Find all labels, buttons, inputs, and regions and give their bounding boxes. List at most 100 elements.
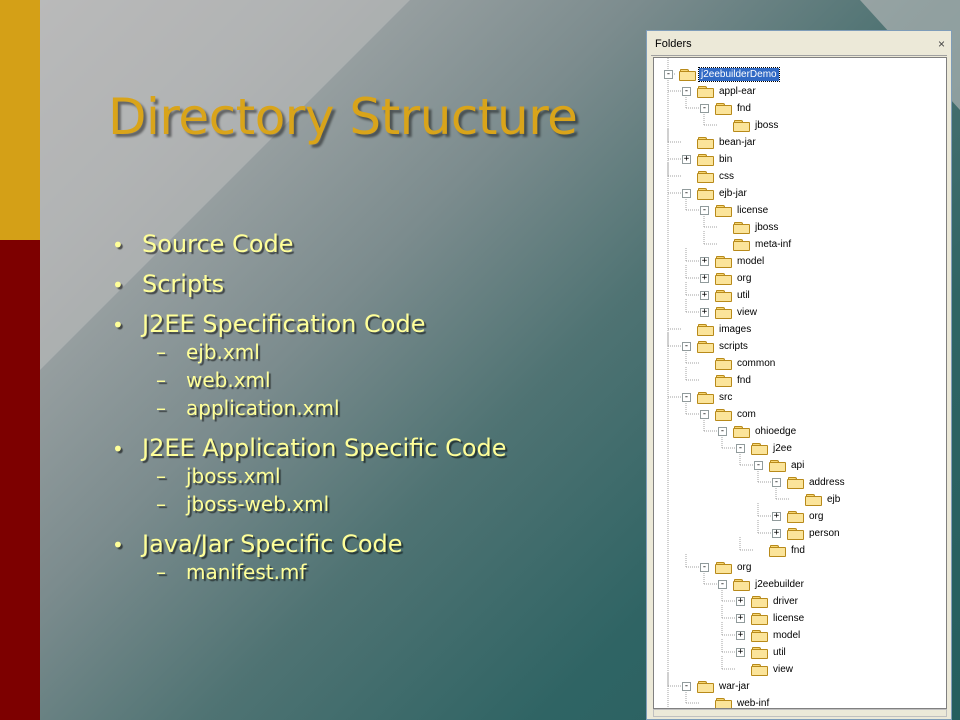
expand-icon[interactable]: + xyxy=(772,528,781,538)
tree-folder-label[interactable]: images xyxy=(719,324,752,335)
tree-folder-item[interactable]: + org xyxy=(700,270,753,287)
tree-folder-label[interactable]: license xyxy=(773,613,805,624)
tree-folder-item[interactable]: view xyxy=(736,661,795,678)
tree-folder-label[interactable]: web-inf xyxy=(737,698,770,709)
tree-folder-label[interactable]: fnd xyxy=(737,375,751,386)
tree-folder-label[interactable]: view xyxy=(773,664,794,675)
expand-icon[interactable]: + xyxy=(700,273,709,283)
tree-folder-item[interactable]: ejb xyxy=(790,491,842,508)
tree-folder-item[interactable]: css xyxy=(682,168,736,185)
tree-folder-item[interactable]: + license xyxy=(736,610,806,627)
tree-folder-label[interactable]: css xyxy=(719,171,734,182)
tree-folder-item[interactable]: + util xyxy=(700,287,752,304)
tree-folder-label[interactable]: ohioedge xyxy=(755,426,797,437)
tree-folder-item[interactable]: + view xyxy=(700,304,759,321)
tree-folder-item[interactable]: fnd xyxy=(754,542,807,559)
tree-folder-item[interactable]: - appl-ear xyxy=(682,83,758,100)
tree-folder-label[interactable]: org xyxy=(809,511,824,522)
tree-folder-label[interactable]: org xyxy=(737,273,752,284)
collapse-icon[interactable]: - xyxy=(682,681,691,691)
tree-folder-label[interactable]: util xyxy=(773,647,786,658)
tree-folder-item[interactable]: meta-inf xyxy=(718,236,793,253)
collapse-icon[interactable]: - xyxy=(772,477,781,487)
tree-folder-label[interactable]: fnd xyxy=(791,545,805,556)
tree-folder-label[interactable]: address xyxy=(809,477,845,488)
tree-folder-label[interactable]: bin xyxy=(719,154,733,165)
tree-folder-item[interactable]: + util xyxy=(736,644,788,661)
tree-folder-label[interactable]: person xyxy=(809,528,840,539)
tree-folder-item[interactable]: + bin xyxy=(682,151,734,168)
expand-icon[interactable]: + xyxy=(736,613,745,623)
tree-folder-item[interactable]: common xyxy=(700,355,777,372)
expand-icon[interactable]: + xyxy=(700,256,709,266)
tree-folder-item[interactable]: - api xyxy=(754,457,806,474)
tree-folder-item[interactable]: - src xyxy=(682,389,734,406)
tree-folder-label[interactable]: ejb-jar xyxy=(719,188,747,199)
expand-icon[interactable]: + xyxy=(736,647,745,657)
tree-folder-label[interactable]: meta-inf xyxy=(755,239,792,250)
collapse-icon[interactable]: - xyxy=(700,103,709,113)
collapse-icon[interactable]: - xyxy=(700,205,709,215)
tree-folder-label[interactable]: scripts xyxy=(719,341,748,352)
tree-folder-label[interactable]: src xyxy=(719,392,733,403)
tree-folder-item[interactable]: web-inf xyxy=(700,695,771,709)
tree-folder-item[interactable]: - address xyxy=(772,474,847,491)
tree-folder-item[interactable]: - scripts xyxy=(682,338,750,355)
collapse-icon[interactable]: - xyxy=(700,409,709,419)
tree-folder-label[interactable]: model xyxy=(773,630,801,641)
tree-folder-label[interactable]: view xyxy=(737,307,758,318)
tree-folder-item[interactable]: + model xyxy=(736,627,802,644)
collapse-icon[interactable]: - xyxy=(736,443,745,453)
tree-folder-label[interactable]: fnd xyxy=(737,103,751,114)
tree-folder-item[interactable]: -j2eebuilderDemo xyxy=(664,66,780,83)
tree-folder-label[interactable]: j2eebuilderDemo xyxy=(698,67,780,82)
expand-icon[interactable]: + xyxy=(700,307,709,317)
tree-folder-item[interactable]: +model xyxy=(700,253,766,270)
tree-folder-item[interactable]: - com xyxy=(700,406,758,423)
tree-folder-label[interactable]: api xyxy=(791,460,805,471)
tree-folder-label[interactable]: license xyxy=(737,205,769,216)
tree-folder-item[interactable]: fnd xyxy=(700,372,753,389)
tree-folder-label[interactable]: j2eebuilder xyxy=(755,579,804,590)
tree-folder-label[interactable]: jboss xyxy=(755,222,779,233)
collapse-icon[interactable]: - xyxy=(754,460,763,470)
tree-folder-item[interactable]: bean-jar xyxy=(682,134,758,151)
tree-folder-item[interactable]: images xyxy=(682,321,753,338)
tree-folder-item[interactable]: - j2ee xyxy=(736,440,794,457)
tree-folder-item[interactable]: + driver xyxy=(736,593,800,610)
tree-folder-item[interactable]: + org xyxy=(772,508,825,525)
collapse-icon[interactable]: - xyxy=(682,341,691,351)
tree-folder-item[interactable]: - ohioedge xyxy=(718,423,798,440)
tree-folder-item[interactable]: jboss xyxy=(718,219,780,236)
tree-folder-label[interactable]: j2ee xyxy=(773,443,792,454)
tree-folder-item[interactable]: + person xyxy=(772,525,842,542)
tree-folder-item[interactable]: - j2eebuilder xyxy=(718,576,806,593)
expand-icon[interactable]: + xyxy=(682,154,691,164)
collapse-icon[interactable]: - xyxy=(682,392,691,402)
expand-icon[interactable]: + xyxy=(736,596,745,606)
tree-folder-label[interactable]: util xyxy=(737,290,750,301)
tree-folder-label[interactable]: driver xyxy=(773,596,799,607)
tree-folder-label[interactable]: war-jar xyxy=(719,681,750,692)
tree-folder-label[interactable]: ejb xyxy=(827,494,841,505)
collapse-icon[interactable]: - xyxy=(718,579,727,589)
tree-folder-label[interactable]: appl-ear xyxy=(719,86,756,97)
tree-folder-item[interactable]: - war-jar xyxy=(682,678,752,695)
tree-folder-item[interactable]: - ejb-jar xyxy=(682,185,749,202)
expand-icon[interactable]: + xyxy=(772,511,781,521)
tree-folder-item[interactable]: jboss xyxy=(718,117,780,134)
collapse-icon[interactable]: - xyxy=(700,562,709,572)
tree-folder-label[interactable]: bean-jar xyxy=(719,137,756,148)
tree-folder-label[interactable]: common xyxy=(737,358,776,369)
collapse-icon[interactable]: - xyxy=(682,188,691,198)
tree-folder-item[interactable]: - license xyxy=(700,202,770,219)
expand-icon[interactable]: + xyxy=(700,290,709,300)
tree-folder-label[interactable]: jboss xyxy=(755,120,779,131)
collapse-icon[interactable]: - xyxy=(718,426,727,436)
tree-folder-label[interactable]: com xyxy=(737,409,756,420)
collapse-icon[interactable]: - xyxy=(682,86,691,96)
close-icon[interactable]: × xyxy=(937,37,945,51)
expand-icon[interactable]: + xyxy=(736,630,745,640)
tree-folder-item[interactable]: - fnd xyxy=(700,100,753,117)
